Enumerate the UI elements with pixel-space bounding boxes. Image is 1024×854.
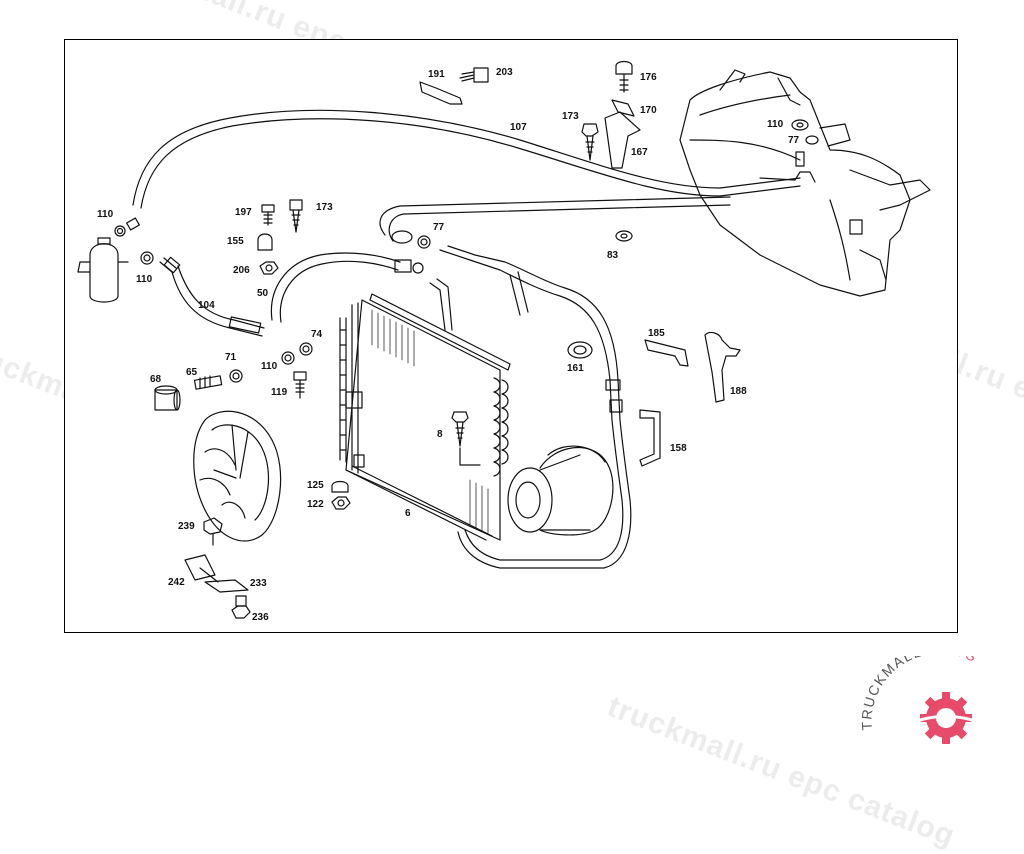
part-label-110: 110 bbox=[261, 361, 278, 372]
bracket-167 bbox=[604, 111, 641, 169]
receiver-drier bbox=[77, 237, 129, 303]
part-label-125: 125 bbox=[307, 480, 324, 491]
part-label-8: 8 bbox=[437, 429, 443, 440]
evaporator-housing bbox=[679, 69, 931, 297]
part-label-170: 170 bbox=[640, 105, 657, 116]
bolt-203 bbox=[459, 67, 489, 83]
clip-155 bbox=[257, 233, 273, 251]
logo-text-parts: PARTS bbox=[921, 656, 980, 665]
part-label-68: 68 bbox=[150, 374, 162, 385]
aux-fan-motor bbox=[507, 445, 614, 536]
part-label-173: 173 bbox=[316, 202, 333, 213]
part-label-176: 176 bbox=[640, 72, 657, 83]
o-ring-110 bbox=[281, 351, 295, 365]
part-label-185: 185 bbox=[648, 328, 665, 339]
washer-83 bbox=[615, 230, 633, 242]
part-label-236: 236 bbox=[252, 612, 269, 623]
washer-71 bbox=[229, 369, 243, 383]
pipe-lower-run bbox=[439, 245, 632, 569]
part-label-242: 242 bbox=[168, 577, 185, 588]
ac-system-parts-diagram bbox=[77, 60, 931, 619]
fan-shroud bbox=[193, 410, 282, 542]
part-label-158: 158 bbox=[670, 443, 687, 454]
screw-173 bbox=[289, 199, 303, 233]
part-label-110: 110 bbox=[97, 209, 114, 220]
washer-74 bbox=[299, 342, 313, 356]
part-label-77: 77 bbox=[433, 222, 445, 233]
bolt-8 bbox=[451, 411, 481, 466]
part-label-203: 203 bbox=[496, 67, 513, 78]
washer-125 bbox=[331, 480, 349, 493]
hose-107 bbox=[132, 109, 801, 209]
part-label-188: 188 bbox=[730, 386, 747, 397]
part-label-74: 74 bbox=[311, 329, 323, 340]
bolt-119 bbox=[293, 371, 307, 399]
o-ring-77 bbox=[417, 235, 431, 249]
part-label-167: 167 bbox=[631, 147, 648, 158]
hose-104 bbox=[171, 265, 265, 337]
part-label-239: 239 bbox=[178, 521, 195, 532]
part-label-50: 50 bbox=[257, 288, 269, 299]
part-label-77: 77 bbox=[788, 135, 800, 146]
clamp-242 bbox=[184, 554, 216, 581]
part-label-197: 197 bbox=[235, 207, 252, 218]
part-label-233: 233 bbox=[250, 578, 267, 589]
screw-176 bbox=[615, 60, 633, 93]
part-label-173: 173 bbox=[562, 111, 579, 122]
bracket-158 bbox=[639, 409, 661, 467]
part-label-6: 6 bbox=[405, 508, 411, 519]
part-label-122: 122 bbox=[307, 499, 324, 510]
bolt-236 bbox=[235, 595, 247, 607]
gear-icon bbox=[911, 692, 981, 744]
o-ring-77-top bbox=[805, 135, 819, 145]
truckmall-parts-logo: TRUCKMALLPARTS bbox=[858, 656, 981, 744]
pipe-upper bbox=[379, 196, 731, 244]
part-label-191: 191 bbox=[428, 69, 445, 80]
part-label-71: 71 bbox=[225, 352, 237, 363]
part-label-110: 110 bbox=[767, 119, 784, 130]
fitting-65 bbox=[193, 375, 223, 390]
grommet-161 bbox=[567, 341, 593, 359]
screw-173-top bbox=[581, 123, 599, 161]
part-label-206: 206 bbox=[233, 265, 250, 276]
part-label-155: 155 bbox=[227, 236, 244, 247]
bracket-233 bbox=[204, 579, 249, 593]
bracket-191 bbox=[419, 81, 463, 105]
bracket-188 bbox=[704, 331, 741, 403]
hose-50 bbox=[270, 252, 424, 323]
part-label-119: 119 bbox=[271, 387, 288, 398]
part-label-110: 110 bbox=[136, 274, 153, 285]
part-label-161: 161 bbox=[567, 363, 584, 374]
part-label-104: 104 bbox=[198, 300, 215, 311]
condenser bbox=[339, 293, 511, 541]
part-label-107: 107 bbox=[510, 122, 527, 133]
pressure-switch-68 bbox=[154, 385, 181, 411]
o-ring bbox=[114, 225, 126, 237]
part-label-83: 83 bbox=[607, 250, 619, 261]
o-ring-110-top bbox=[791, 119, 809, 131]
nut-122 bbox=[331, 496, 351, 510]
screw-197 bbox=[261, 204, 275, 226]
pipe-fitting bbox=[429, 282, 446, 331]
o-ring bbox=[140, 251, 154, 265]
bracket-185 bbox=[644, 339, 689, 367]
logo-text-truckmall: TRUCKMALL bbox=[858, 656, 924, 731]
part-label-65: 65 bbox=[186, 367, 198, 378]
nut-239 bbox=[203, 517, 223, 535]
nut-206 bbox=[259, 261, 279, 275]
clip-170 bbox=[611, 99, 635, 117]
